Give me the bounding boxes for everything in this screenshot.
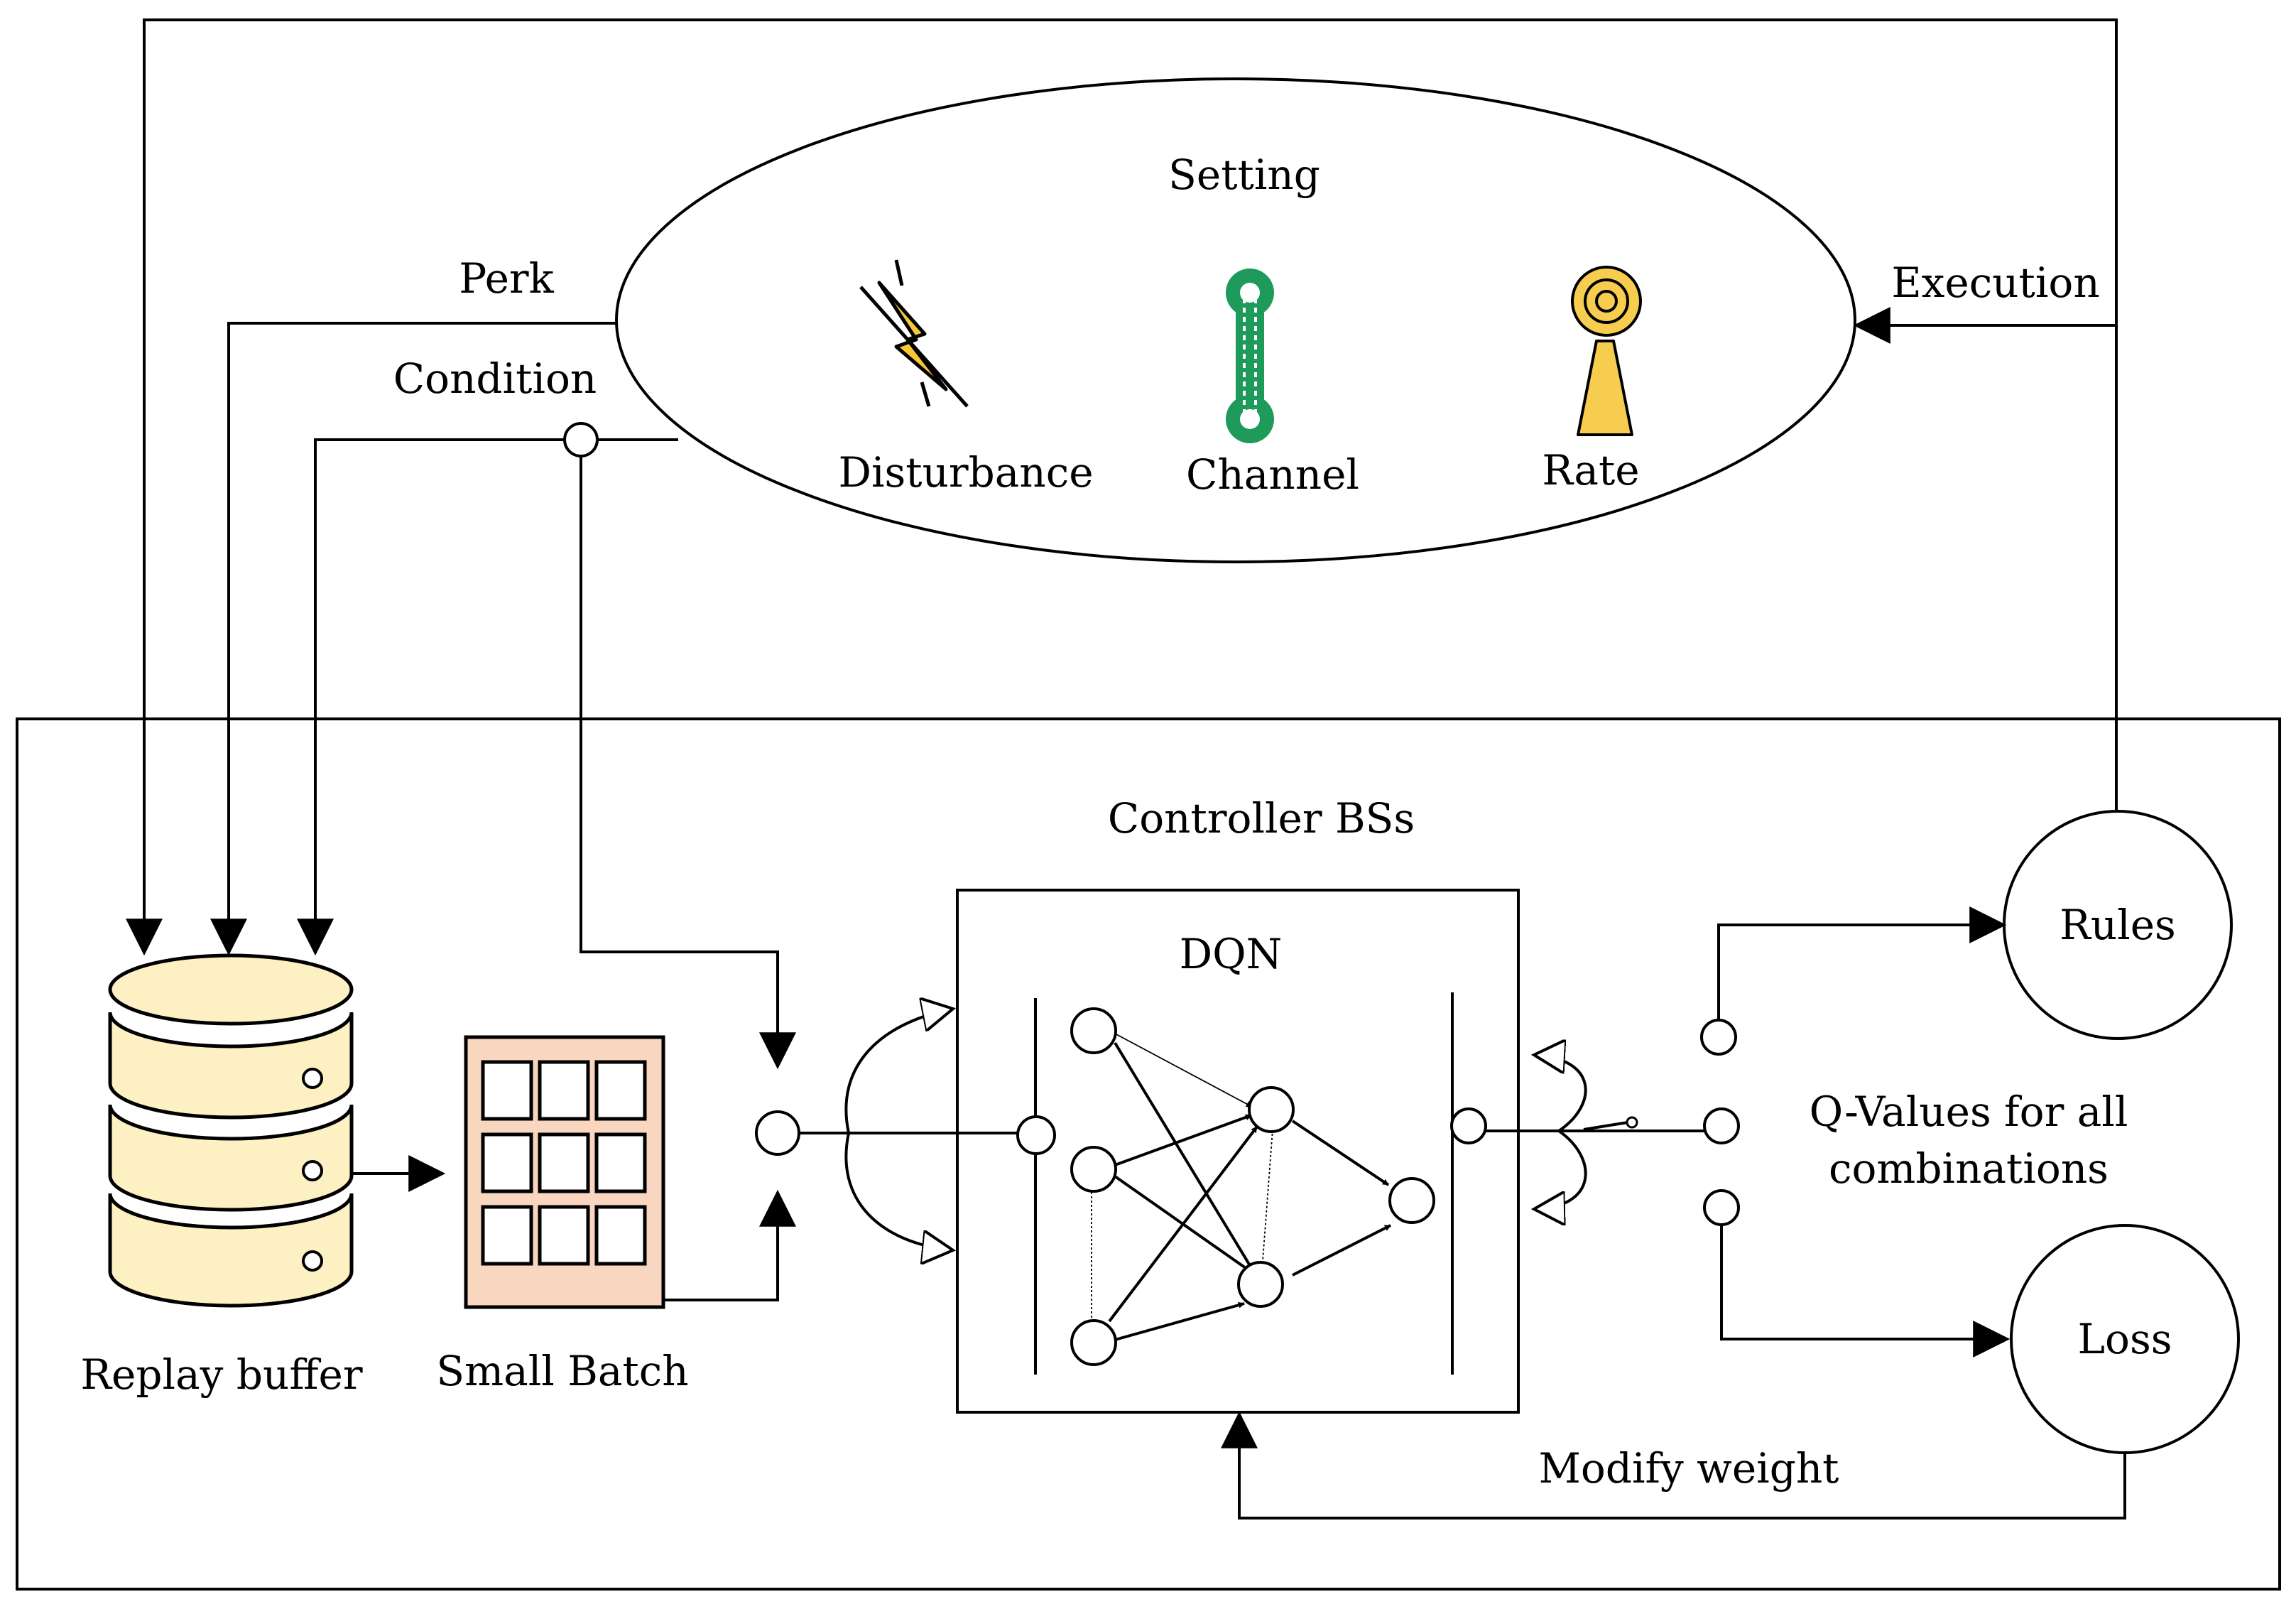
rules-label: Rules bbox=[2060, 901, 2176, 949]
nn-output-node bbox=[1388, 1177, 1435, 1224]
batch-cell bbox=[594, 1205, 647, 1266]
switch-node-loss bbox=[1703, 1189, 1740, 1226]
input-node bbox=[755, 1110, 800, 1156]
batch-cell bbox=[481, 1132, 533, 1193]
database-icon bbox=[108, 953, 354, 1308]
setting-ellipse bbox=[615, 77, 1856, 563]
switch-node-q-values bbox=[1703, 1107, 1740, 1144]
batch-cell bbox=[594, 1060, 647, 1121]
q-values-label-line2: combinations bbox=[1829, 1144, 2109, 1193]
condition-label: Condition bbox=[393, 354, 597, 403]
batch-cell bbox=[481, 1205, 533, 1266]
condition-arrow bbox=[297, 438, 678, 956]
channel-label: Channel bbox=[1186, 450, 1359, 499]
switch-lever bbox=[1583, 1121, 1628, 1131]
grid-icon bbox=[464, 1035, 665, 1309]
top-feedback-loop-line bbox=[126, 18, 2118, 956]
batch-cell bbox=[594, 1132, 647, 1193]
to-loss-arrow bbox=[1720, 1225, 2011, 1358]
batch-to-dqn-arrow bbox=[663, 1189, 796, 1301]
batch-cell bbox=[538, 1205, 590, 1266]
antenna-icon bbox=[1571, 266, 1642, 436]
batch-cell bbox=[538, 1060, 590, 1121]
output-curve-arrow-top bbox=[1534, 1055, 1587, 1132]
loss-label: Loss bbox=[2078, 1315, 2172, 1363]
switch-pivot bbox=[1626, 1116, 1638, 1129]
batch-cell bbox=[538, 1132, 590, 1193]
perk-label: Perk bbox=[459, 254, 554, 303]
network-edges bbox=[1091, 1033, 1391, 1341]
disturbance-label: Disturbance bbox=[838, 448, 1093, 497]
condition-to-dqn-arrow bbox=[580, 440, 796, 1070]
setting-label: Setting bbox=[1168, 151, 1320, 199]
modify-weight-arrow bbox=[1221, 1411, 2126, 1519]
controller-bss-label: Controller BSs bbox=[1108, 794, 1415, 843]
nn-input-node-3 bbox=[1070, 1319, 1117, 1366]
batch-cell bbox=[481, 1060, 533, 1121]
to-rules-arrow bbox=[1717, 906, 2007, 1020]
nn-input-node-2 bbox=[1070, 1146, 1117, 1193]
nn-hidden-node-1 bbox=[1248, 1086, 1295, 1133]
nn-hidden-node-2 bbox=[1237, 1261, 1284, 1308]
small-batch-label: Small Batch bbox=[436, 1347, 688, 1395]
dqn-output-port bbox=[1450, 1107, 1487, 1144]
execution-label: Execution bbox=[1891, 259, 2099, 307]
q-values-label-line1: Q-Values for all bbox=[1810, 1088, 2128, 1136]
rules-circle bbox=[2003, 810, 2233, 1040]
input-curve-arrow-top bbox=[844, 1009, 953, 1134]
modify-weight-label: Modify weight bbox=[1539, 1444, 1839, 1492]
perk-arrow bbox=[210, 322, 616, 956]
dqn-label: DQN bbox=[1180, 930, 1283, 978]
replay-buffer-label: Replay buffer bbox=[80, 1350, 362, 1399]
dqn-input-port bbox=[1016, 1115, 1056, 1155]
input-curve-arrow-bottom bbox=[844, 1132, 953, 1250]
condition-node bbox=[563, 422, 599, 457]
lightning-icon bbox=[859, 259, 969, 408]
nn-input-node-1 bbox=[1070, 1007, 1117, 1054]
chain-link-icon bbox=[1226, 269, 1274, 443]
controller-bss-container bbox=[16, 717, 2281, 1591]
rate-label: Rate bbox=[1542, 446, 1639, 494]
output-curve-arrow-bottom bbox=[1534, 1129, 1587, 1209]
switch-node-rules bbox=[1700, 1019, 1737, 1056]
